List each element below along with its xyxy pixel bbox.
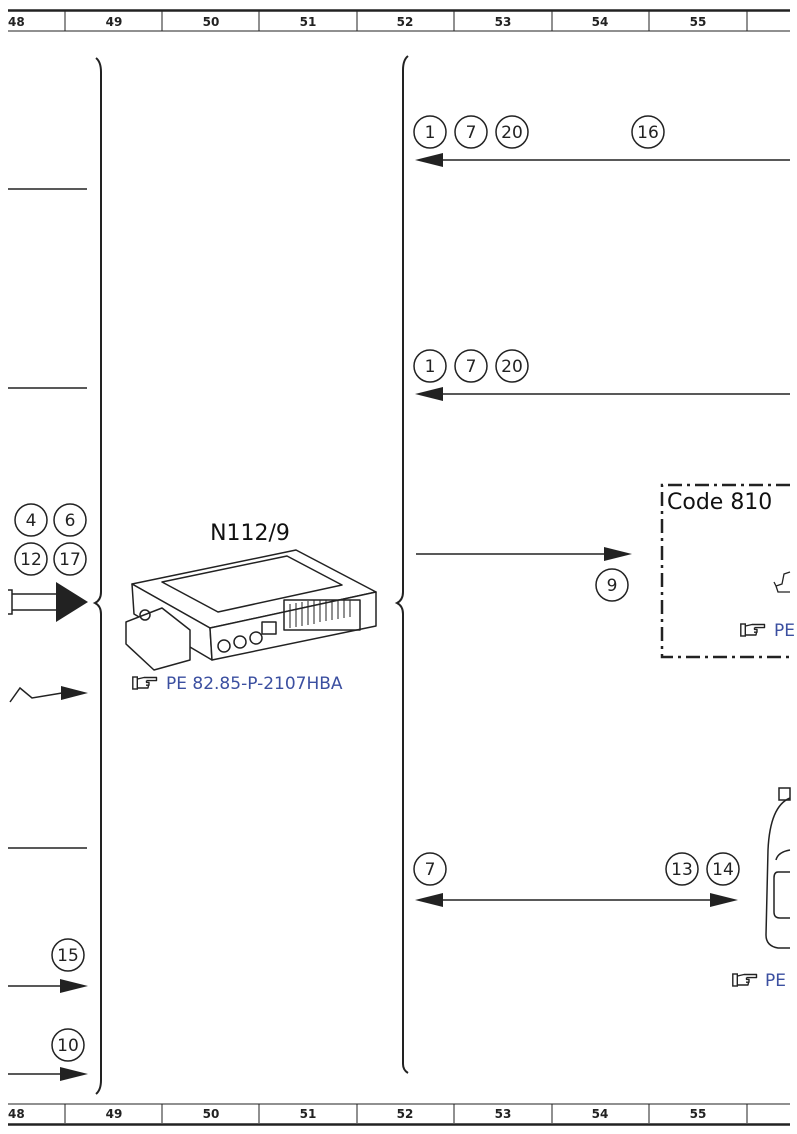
bottom-ruler: 48 49 50 51 52 53 54 55 <box>8 1103 790 1126</box>
callout-10: 10 <box>57 1036 79 1056</box>
ruler-label-53-bottom: 53 <box>495 1107 512 1121</box>
ruler-label-54-bottom: 54 <box>592 1107 609 1121</box>
right-brace <box>394 55 409 1074</box>
callout-13: 13 <box>671 860 693 880</box>
ruler-label-51-bottom: 51 <box>300 1107 317 1121</box>
arrow-to-code-box <box>416 547 632 561</box>
callout-9: 9 <box>607 576 618 596</box>
ruler-label-49-bottom: 49 <box>106 1107 123 1121</box>
component-reference-link[interactable]: PE 82.85-P-2107HBA <box>166 674 343 694</box>
ruler-label-49: 49 <box>106 15 123 29</box>
arrow-input-15 <box>8 979 88 993</box>
arrow-bidirectional <box>415 893 738 907</box>
callout-20-top: 20 <box>501 123 523 143</box>
callout-15: 15 <box>57 946 79 966</box>
arrow-bus-input <box>8 582 88 622</box>
ruler-label-52: 52 <box>397 15 414 29</box>
bottom-reference-link[interactable]: PE <box>765 971 786 991</box>
pointing-hand-icon <box>732 973 758 987</box>
remote-device-illustration <box>765 787 791 949</box>
ruler-label-50-bottom: 50 <box>203 1107 220 1121</box>
callout-20-mid: 20 <box>501 357 523 377</box>
top-ruler: 48 49 50 51 52 53 54 55 <box>8 9 790 32</box>
ruler-label-50: 50 <box>203 15 220 29</box>
ruler-label-48: 48 <box>8 15 25 29</box>
callout-7-bottom: 7 <box>425 860 436 880</box>
callout-12: 12 <box>20 550 42 570</box>
radio-signal-icon <box>9 686 88 703</box>
callout-7-mid: 7 <box>466 357 477 377</box>
ruler-label-52-bottom: 52 <box>397 1107 414 1121</box>
callout-14: 14 <box>712 860 734 880</box>
code-box-label: Code 810 <box>667 490 772 515</box>
callouts <box>14 115 740 1062</box>
callout-4: 4 <box>26 511 37 531</box>
callout-1-top: 1 <box>425 123 436 143</box>
ruler-label-55-bottom: 55 <box>690 1107 707 1121</box>
left-signal-lines <box>8 188 87 849</box>
ruler-label-51: 51 <box>300 15 317 29</box>
callout-7-top: 7 <box>466 123 477 143</box>
callout-6: 6 <box>65 511 76 531</box>
component-label: N112/9 <box>210 521 290 546</box>
ruler-label-54: 54 <box>592 15 609 29</box>
left-brace <box>92 57 102 1095</box>
code-box-border <box>660 483 790 659</box>
callout-1-mid: 1 <box>425 357 436 377</box>
arrow-signal-mid <box>415 387 790 401</box>
pointing-hand-icon <box>132 676 158 690</box>
code-box-reference-link[interactable]: PE <box>774 621 795 641</box>
code-box-component-icon <box>773 571 791 593</box>
arrow-signal-top <box>415 153 790 167</box>
arrow-input-10 <box>8 1067 88 1081</box>
pointing-hand-icon <box>740 623 766 637</box>
control-unit-illustration <box>125 549 377 671</box>
callout-16: 16 <box>637 123 659 143</box>
ruler-label-53: 53 <box>495 15 512 29</box>
ruler-label-55: 55 <box>690 15 707 29</box>
callout-17: 17 <box>59 550 81 570</box>
ruler-label-48-bottom: 48 <box>8 1107 25 1121</box>
